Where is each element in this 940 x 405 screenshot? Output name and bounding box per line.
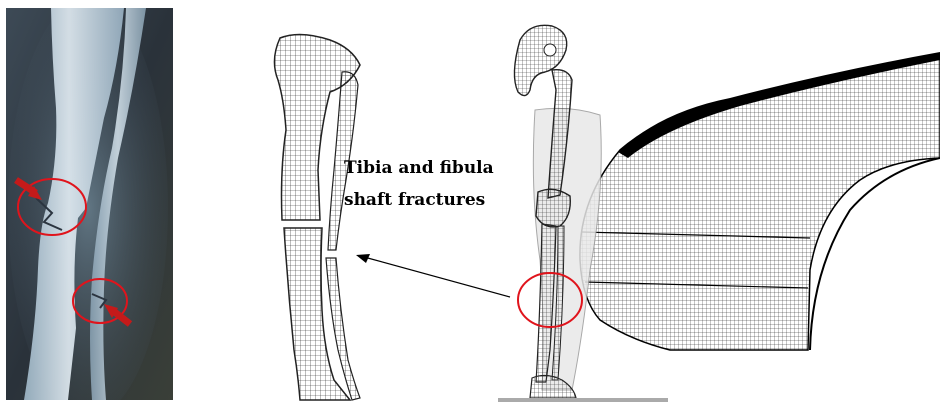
tibia-fibula-mesh-model <box>260 30 380 405</box>
fracture-caption: Tibia and fibula shaft fractures <box>344 152 504 216</box>
caption-line-1: Tibia and fibula <box>344 152 504 184</box>
pedestrian-vehicle-impact-model <box>490 20 940 405</box>
xray-image <box>6 8 173 400</box>
caption-line-2: shaft fractures <box>344 184 504 216</box>
